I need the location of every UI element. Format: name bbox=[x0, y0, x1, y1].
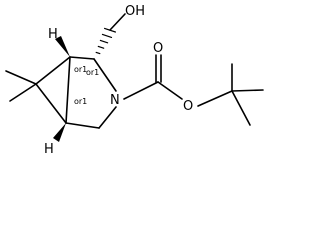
wedge-bond-c5-h bbox=[53, 123, 66, 142]
bond-c5-c1 bbox=[65, 56, 71, 124]
hydroxyl-label: OH bbox=[125, 4, 145, 19]
bond-n3-c4 bbox=[98, 106, 117, 129]
hydrogen-bottom-label: H bbox=[44, 142, 54, 157]
bond-n3-carbonyl bbox=[123, 81, 159, 100]
ring-bonds bbox=[35, 56, 117, 129]
stereo-label-c5: or1 bbox=[74, 97, 87, 106]
bond-c6-methyl-a bbox=[5, 70, 37, 85]
ester-oxygen-label: O bbox=[183, 99, 193, 114]
bond-c6-methyl-b bbox=[9, 83, 37, 102]
hashed-bond-c2-ch2 bbox=[93, 27, 117, 60]
bond-c1-c2 bbox=[69, 56, 95, 60]
stereo-label-c1: or1 bbox=[74, 65, 87, 74]
bond-tbu-methyl-right bbox=[231, 89, 264, 92]
hydroxymethyl-group bbox=[93, 13, 126, 60]
wedge-bond-c1-h bbox=[55, 36, 70, 57]
bond-ester-o-tbu bbox=[197, 90, 233, 107]
stereo-label-c2: or1 bbox=[86, 68, 99, 77]
boc-group bbox=[123, 54, 264, 126]
bond-c2-n3 bbox=[93, 58, 117, 92]
bond-carbonyl-ester-o bbox=[157, 81, 183, 100]
carbonyl-oxygen-label: O bbox=[153, 41, 163, 56]
gem-dimethyl-bonds bbox=[5, 70, 37, 102]
bond-ch2-oh bbox=[109, 13, 126, 31]
bond-tbu-methyl-bottom bbox=[231, 90, 251, 126]
bond-c4-c5 bbox=[65, 122, 100, 129]
bond-c1-c6 bbox=[35, 56, 71, 85]
bond-c5-c6 bbox=[35, 83, 67, 124]
nitrogen-label: N bbox=[110, 93, 120, 108]
hydrogen-top-label: H bbox=[48, 27, 58, 42]
molecule-structure: OH N O O H H or1 or1 or1 bbox=[5, 4, 264, 157]
